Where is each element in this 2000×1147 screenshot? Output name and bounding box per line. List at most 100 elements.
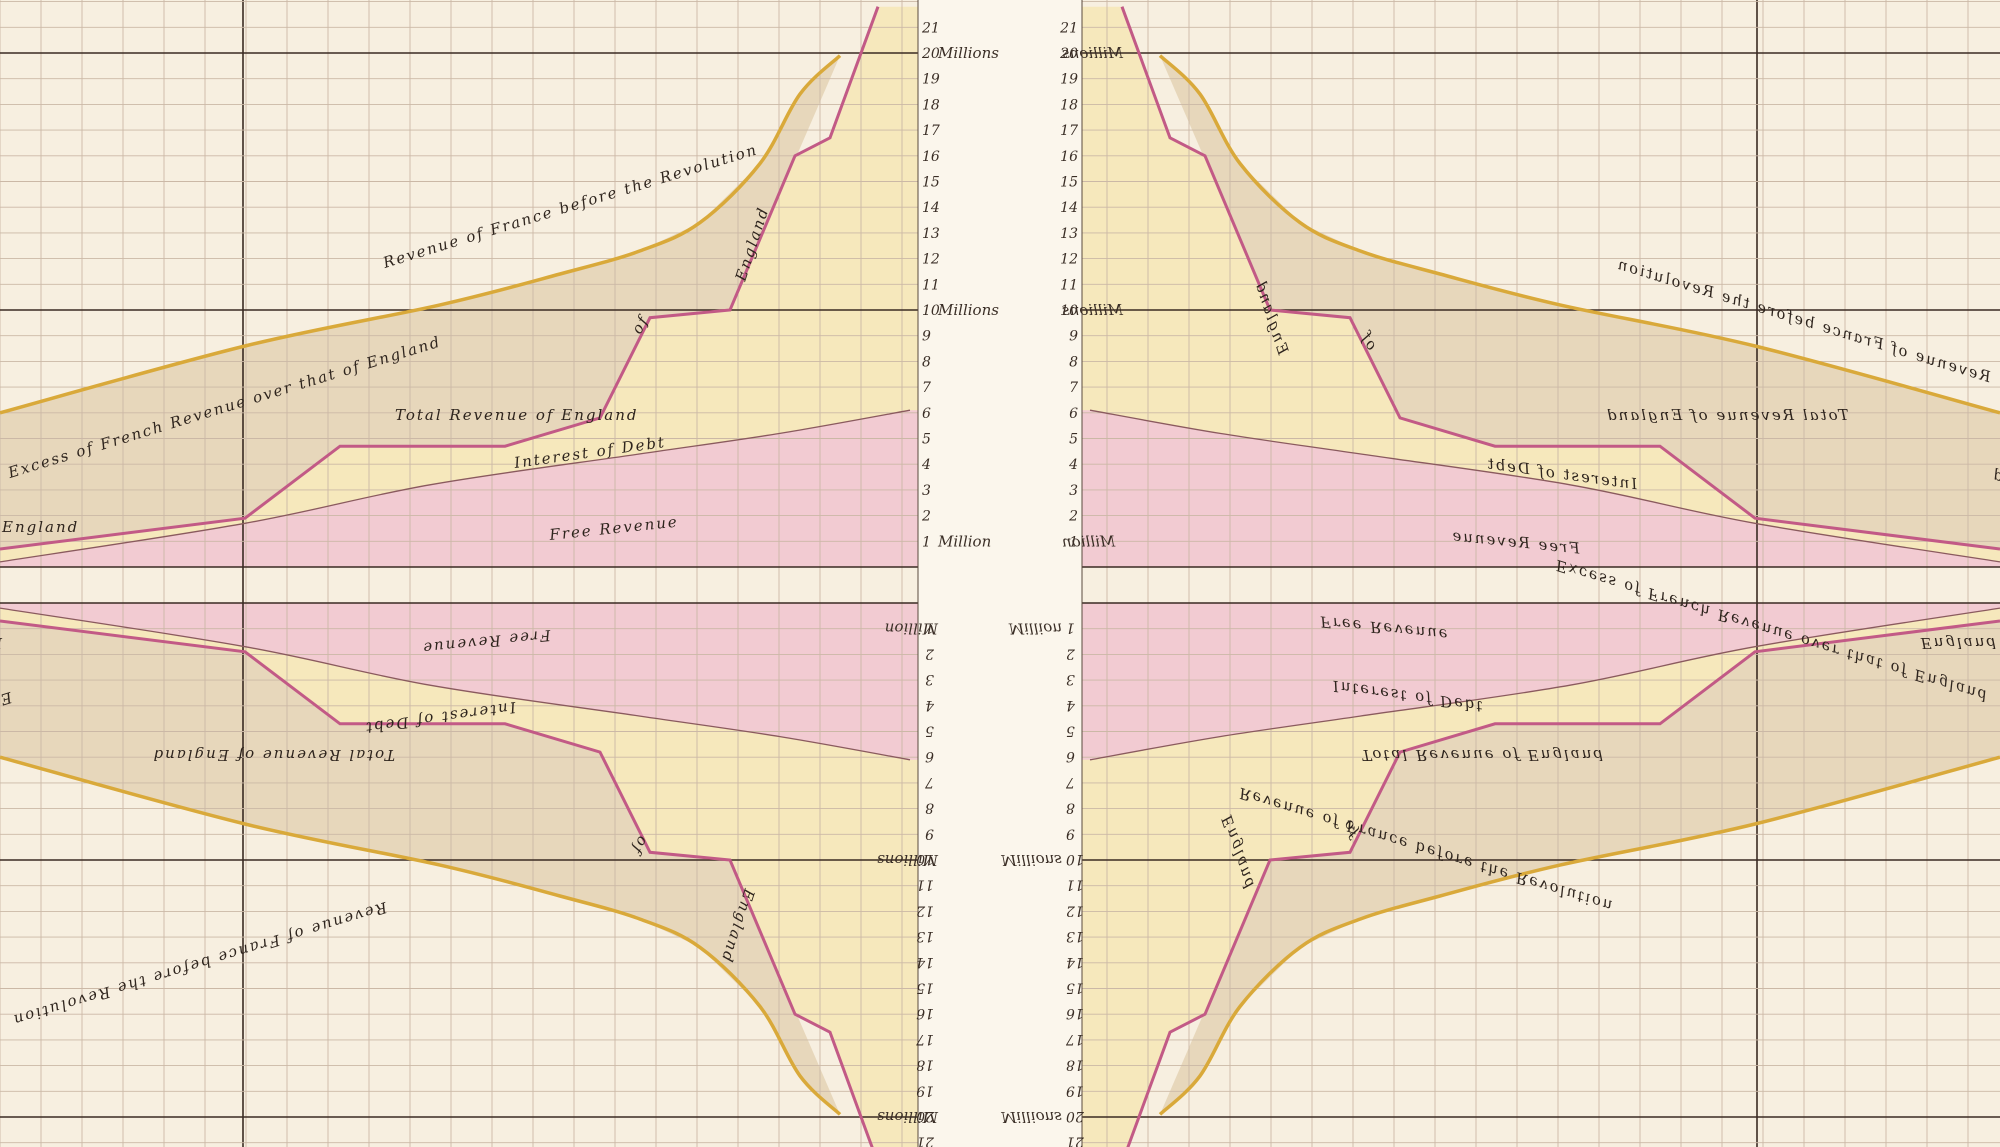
tick-label: 13: [922, 226, 940, 242]
tick-label: 12: [922, 252, 940, 268]
tick-label: 14: [1060, 200, 1078, 216]
tick-label: 4: [1066, 697, 1076, 713]
label-total-revenue-bottom-right: Total Revenue of England: [1362, 746, 1605, 764]
label-england-bottom-right: England: [1920, 634, 1998, 652]
tick-label: 21: [916, 1134, 935, 1147]
tick-label: 15: [1066, 980, 1084, 996]
tick-label: 1: [1069, 534, 1078, 550]
unit-label: Millions: [1000, 851, 1062, 869]
tick-label: 18: [1066, 1057, 1084, 1073]
line-revenue-france-bottom-right: [1158, 755, 2000, 1116]
tick-label: 13: [1060, 226, 1078, 242]
area-free-revenue-bottom-left: [0, 603, 918, 760]
unit-label: Millions: [1000, 1108, 1062, 1126]
line-interest-debt-top-left: [0, 409, 911, 563]
tick-label: 11: [922, 277, 940, 293]
tick-label: 4: [925, 697, 935, 713]
tick-label: 17: [1066, 1031, 1084, 1047]
unit-label: Million: [937, 532, 991, 550]
tick-label: 13: [916, 928, 934, 944]
tick-label: 18: [1060, 97, 1078, 113]
line-interest-debt-bottom-right: [1089, 607, 2000, 761]
area-england-top-left: [0, 6, 918, 567]
area-free-revenue-top-left: [0, 410, 918, 567]
area-england-bottom-left: [0, 603, 918, 1147]
unit-label: Million: [1008, 620, 1062, 638]
tick-label: 17: [1060, 123, 1078, 139]
label-total-revenue-top-left: Total Revenue of England: [395, 406, 638, 424]
tick-label: 7: [922, 380, 931, 396]
tick-label: 20: [1059, 46, 1078, 62]
tick-label: 13: [1066, 928, 1084, 944]
unit-label: Millions: [1062, 44, 1124, 62]
tick-label: 10: [1066, 851, 1084, 867]
tick-label: 11: [1060, 277, 1078, 293]
tick-label: 12: [916, 902, 934, 918]
tick-label: 21: [1066, 1134, 1085, 1147]
line-interest-debt-top-right: [1089, 409, 2000, 563]
tick-label: 20: [916, 1108, 935, 1124]
tick-label: 5: [1066, 723, 1075, 739]
unit-label: Millions: [1062, 301, 1124, 319]
tick-label: 8: [922, 354, 931, 370]
tick-label: 15: [1060, 175, 1078, 191]
tick-label: 6: [1066, 748, 1075, 764]
tick-label: 18: [916, 1057, 934, 1073]
tick-label: 11: [1066, 877, 1084, 893]
label-england-top-left: England: [1, 518, 79, 536]
center-axis: [917, 0, 1083, 1147]
tick-label: 5: [1069, 432, 1078, 448]
tick-label: 11: [916, 877, 934, 893]
line-revenue-france-top-left: [0, 54, 842, 415]
tick-label: 4: [921, 457, 931, 473]
tick-label: 3: [925, 671, 934, 687]
tick-label: 9: [925, 825, 934, 841]
tick-label: 7: [1069, 380, 1078, 396]
unit-label: Million: [1062, 532, 1116, 550]
tick-label: 19: [1066, 1082, 1084, 1098]
tick-label: 8: [925, 800, 934, 816]
tick-label: 1: [1066, 620, 1075, 636]
tick-label: 17: [916, 1031, 934, 1047]
line-total-revenue-bottom-right: [1126, 619, 2000, 1147]
line-revenue-france-top-right: [1158, 54, 2000, 415]
tick-label: 14: [1066, 954, 1084, 970]
unit-label: Millions: [937, 44, 999, 62]
tick-label: 12: [1060, 252, 1078, 268]
tick-label: 6: [922, 406, 931, 422]
area-england-bottom-right: [1082, 603, 2000, 1147]
tick-label: 19: [922, 72, 940, 88]
tick-label: 9: [1066, 825, 1075, 841]
unit-label: Millions: [937, 301, 999, 319]
label-total-revenue-bottom-left: Total Revenue of England: [152, 746, 395, 764]
line-interest-debt-bottom-left: [0, 607, 911, 761]
tick-label: 19: [916, 1082, 934, 1098]
tick-label: 3: [922, 483, 931, 499]
line-revenue-france-bottom-left: [0, 755, 842, 1116]
tick-label: 9: [922, 329, 931, 345]
tick-label: 5: [922, 432, 931, 448]
tick-label: 16: [1060, 149, 1078, 165]
tick-label: 15: [916, 980, 934, 996]
tick-label: 3: [1069, 483, 1078, 499]
area-excess-bottom-left: [0, 621, 840, 1115]
area-free-revenue-bottom-right: [1082, 603, 2000, 760]
unit-label: Millions: [877, 851, 939, 869]
tick-label: 2: [1068, 509, 1078, 525]
line-total-revenue-bottom-left: [0, 619, 874, 1147]
tick-label: 2: [925, 645, 935, 661]
tick-label: 10: [916, 851, 934, 867]
tick-label: 3: [1066, 671, 1075, 687]
tick-label: 10: [1060, 303, 1078, 319]
area-excess-top-left: [0, 55, 840, 549]
unit-label: Millions: [877, 1108, 939, 1126]
series-lines: [0, 6, 2000, 1147]
tick-label: 8: [1066, 800, 1075, 816]
tick-label: 2: [1066, 645, 1076, 661]
tick-label: 17: [922, 123, 940, 139]
tick-label: 7: [1066, 774, 1075, 790]
tick-label: 16: [916, 1005, 934, 1021]
area-excess-top-right: [1160, 55, 2000, 549]
line-total-revenue-top-right: [1120, 6, 2000, 551]
